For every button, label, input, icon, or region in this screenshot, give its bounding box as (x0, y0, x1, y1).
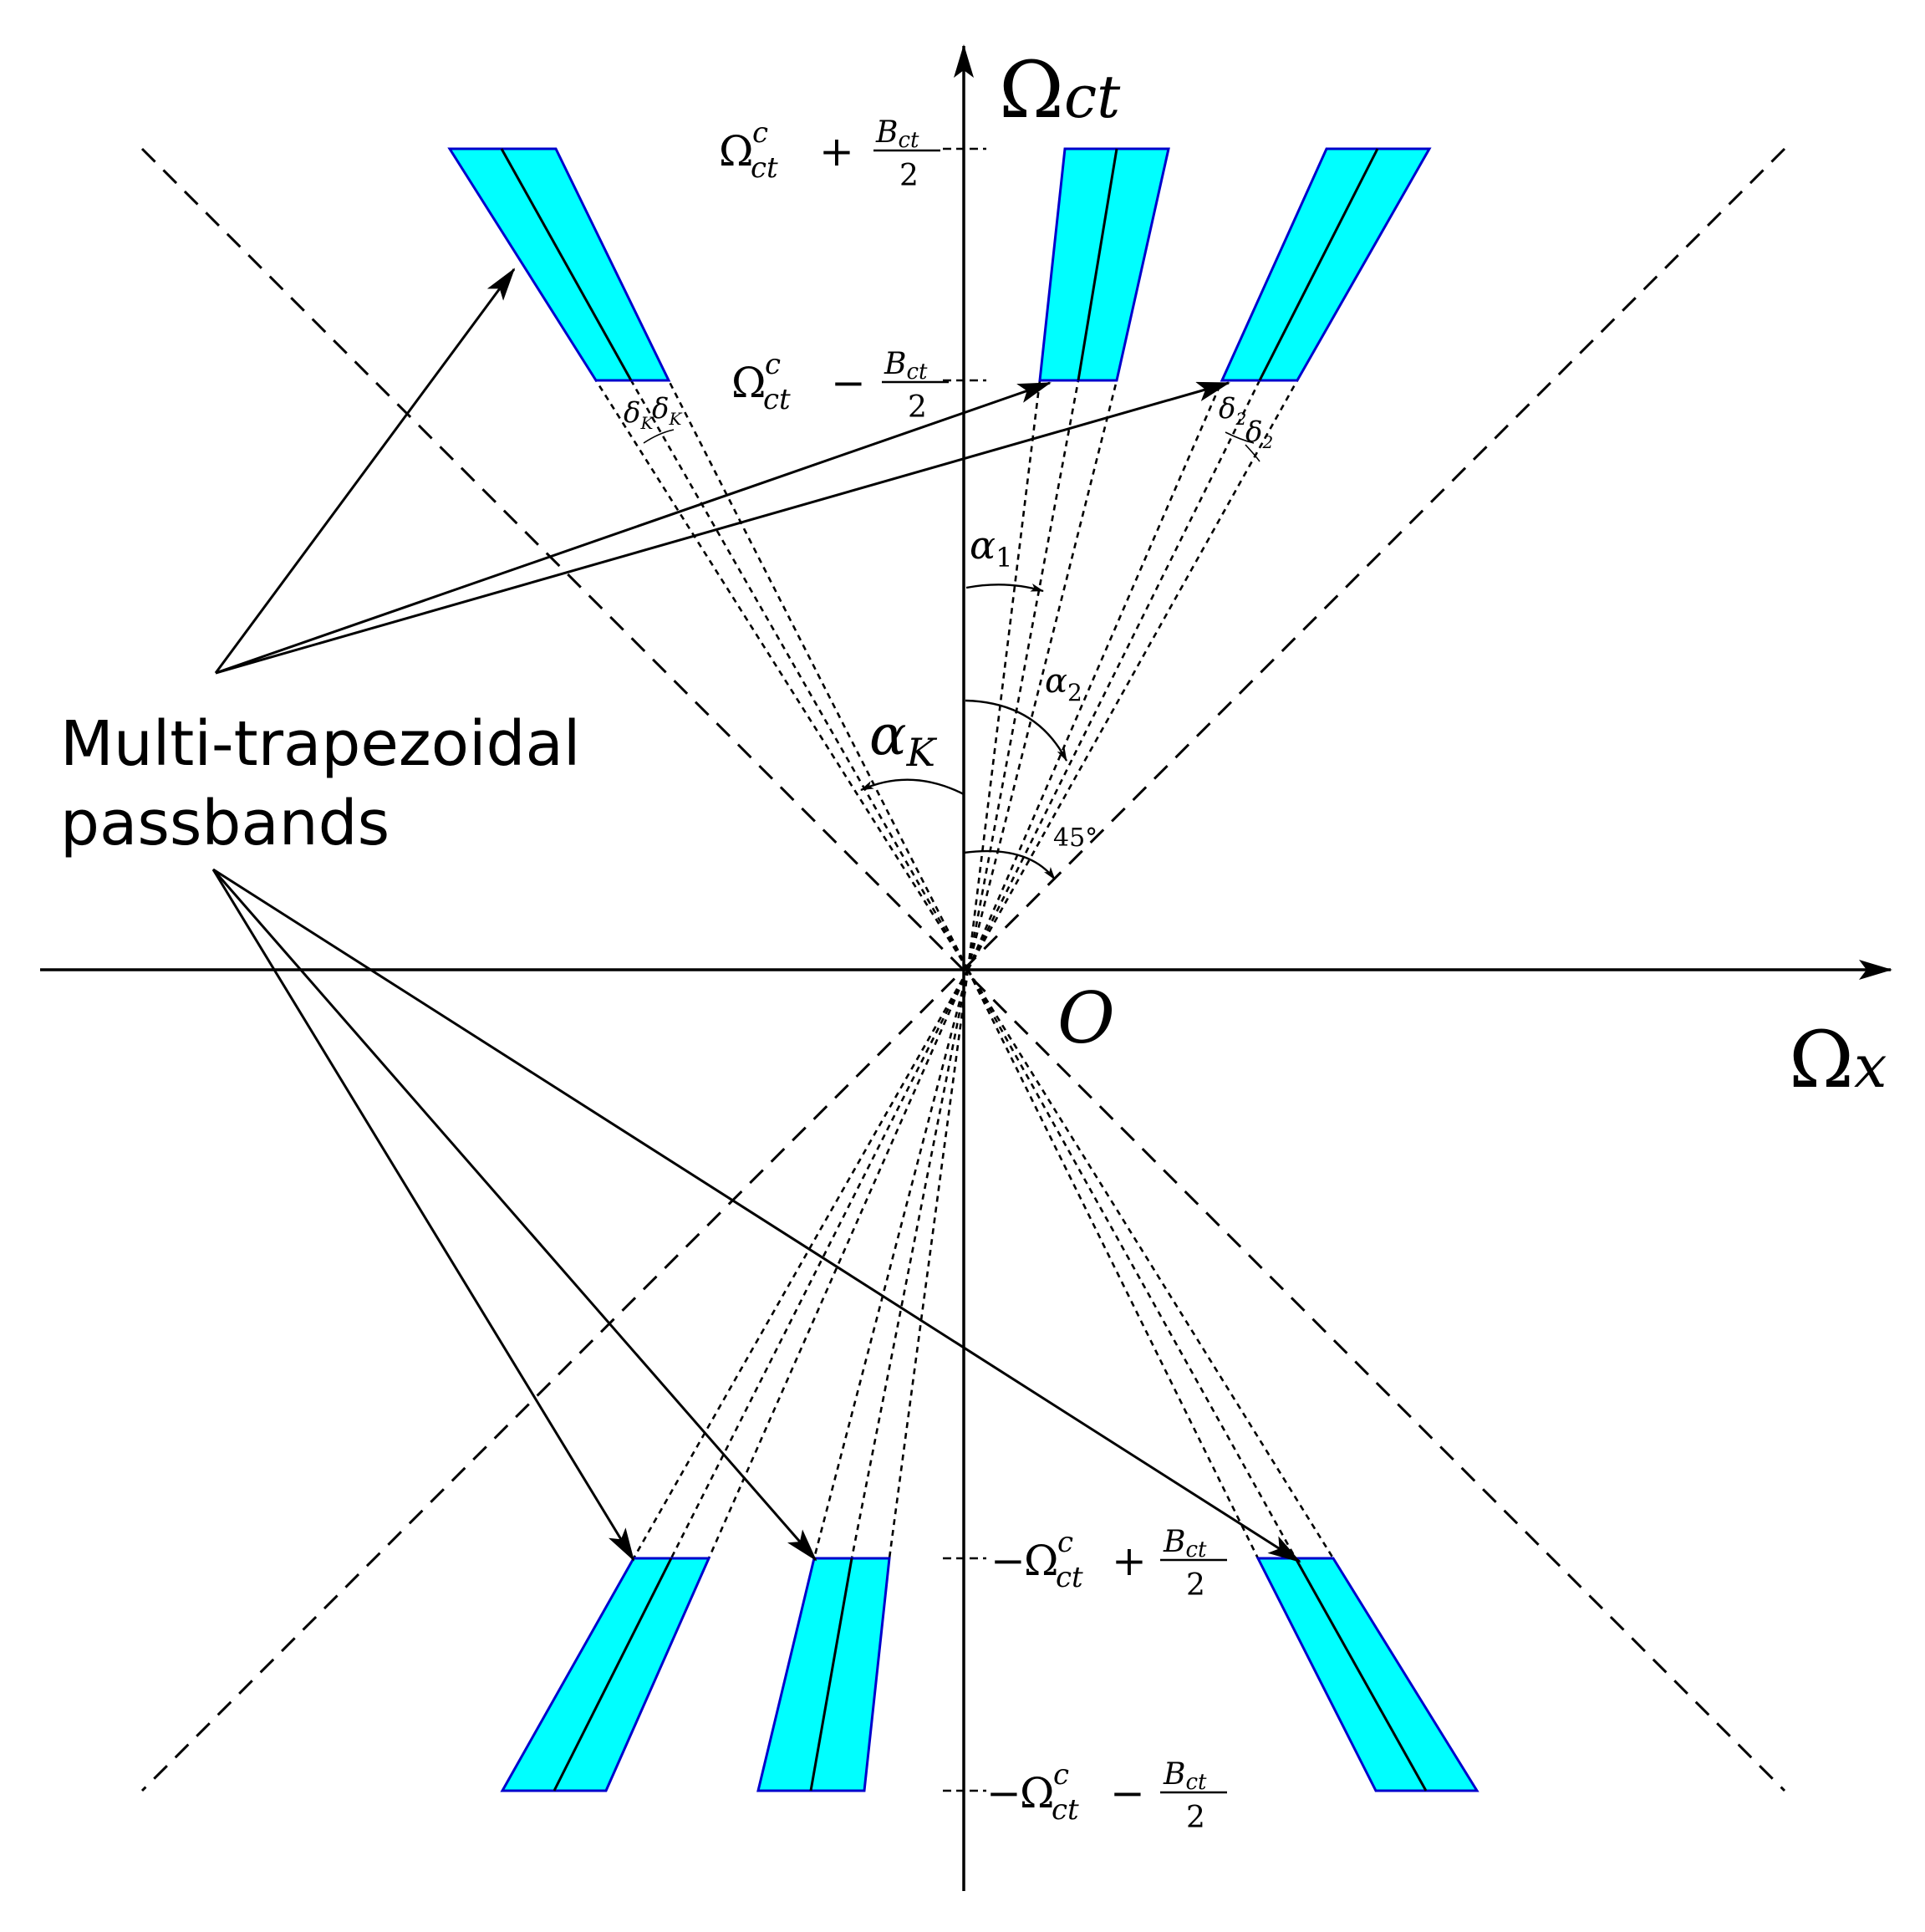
annotation-arrow (211, 869, 635, 1562)
annotation-arrow (211, 869, 817, 1562)
passband-bottom-center (756, 1557, 891, 1792)
tick-frac-num: Bct (884, 347, 928, 385)
alpha1-arc (965, 583, 1044, 593)
tick-op: − (831, 359, 866, 407)
tick-sup: c (1057, 1526, 1073, 1559)
annotation-arrow (212, 868, 1301, 1563)
passband-top-left (447, 147, 671, 382)
annotation-arrow (214, 268, 516, 674)
delta-K-label-a: δK (624, 396, 654, 433)
ray (707, 969, 970, 1559)
passband-center-line (809, 1557, 853, 1792)
origin-label: O (1057, 977, 1115, 1059)
passband-center-line (500, 148, 633, 381)
tick-sub: ct (763, 383, 791, 416)
ray (670, 969, 970, 1559)
passbands (447, 147, 1479, 1792)
tick-frac-den: 2 (1186, 1568, 1205, 1603)
tick-op: + (819, 127, 854, 176)
ray (966, 969, 1335, 1559)
ray (966, 969, 1260, 1559)
annotation-line-1: Multi-trapezoidal (60, 708, 580, 780)
passband-top-center (1038, 147, 1170, 382)
tick-frac-num: Bct (1163, 1757, 1207, 1795)
passband-center-line (1077, 148, 1118, 381)
annotation-arrow (215, 381, 1052, 675)
tick-label-bottom-upper: − Ω c ct + Bct 2 (991, 1525, 1227, 1603)
ray (632, 969, 970, 1559)
axes (40, 44, 1892, 1891)
tick-sup: c (752, 116, 768, 150)
tick-sub: ct (751, 151, 778, 185)
alphaK-label: αK (869, 703, 938, 775)
tick-frac-num: Bct (875, 115, 919, 153)
deg45-arc (963, 849, 1056, 880)
passband-bottom-right (1255, 1557, 1479, 1792)
tick-label-top-upper: Ω c ct + Bct 2 (719, 115, 940, 193)
tick-frac-den: 2 (899, 159, 919, 193)
passband-center-line (553, 1557, 673, 1792)
tick-omega: Ω (719, 127, 753, 176)
ray (667, 380, 970, 971)
tick-frac-den: 2 (908, 390, 927, 425)
deg45-label: 45° (1053, 823, 1097, 853)
alpha2-arc (965, 699, 1068, 762)
tick-sup: c (765, 348, 781, 381)
delta-K-label-b: δK (652, 392, 682, 429)
tick-omega: Ω (731, 359, 766, 407)
passband-center-line (1294, 1557, 1428, 1792)
horizontal-axis-label: Ωx (1789, 1015, 1887, 1106)
ray (850, 969, 970, 1559)
annotation-arrow (215, 381, 1230, 675)
tick-sup: c (1053, 1758, 1069, 1792)
passband-top-right (1220, 147, 1432, 382)
tick-label-top-lower: Ω c ct − Bct 2 (731, 347, 949, 425)
tick-sign: − (986, 1769, 1021, 1817)
angle-arcs (643, 429, 1260, 880)
alphaK-arc (860, 778, 965, 796)
ray (629, 380, 970, 971)
annotation-arrows (211, 268, 1301, 1563)
ray (966, 380, 1041, 971)
ray (966, 969, 1297, 1559)
angle-rays (594, 380, 1335, 1559)
tick-frac-den: 2 (1186, 1801, 1205, 1835)
tick-omega: Ω (1020, 1769, 1054, 1817)
tick-sign: − (991, 1537, 1026, 1585)
ray (966, 380, 1224, 971)
vertical-axis-label: Ωct (999, 45, 1121, 136)
annotation-line-2: passbands (60, 788, 390, 859)
tick-omega: Ω (1024, 1537, 1058, 1585)
tick-label-bottom-lower: − Ω c ct − Bct 2 (986, 1757, 1227, 1835)
ray (966, 380, 1261, 971)
tick-frac-num: Bct (1163, 1525, 1207, 1562)
ray (966, 380, 1080, 971)
tick-sub: ct (1056, 1561, 1083, 1594)
ray (888, 969, 970, 1559)
delta-2-label-b: δ2 (1245, 415, 1273, 452)
tick-op: − (1110, 1769, 1145, 1817)
tick-op: + (1112, 1537, 1147, 1585)
delta-K-arc (643, 429, 675, 444)
tick-sub: ct (1052, 1793, 1079, 1827)
passband-center-line (1258, 148, 1379, 381)
axis-ticks (943, 147, 986, 1792)
delta-2-arc (1225, 431, 1255, 444)
alpha2-label: α2 (1045, 662, 1082, 706)
ray (594, 380, 970, 971)
ray (966, 380, 1299, 971)
delta-2-arc-b (1245, 444, 1260, 462)
alpha1-label: α1 (970, 523, 1012, 573)
ray (812, 969, 970, 1559)
ray (966, 380, 1118, 971)
passband-bottom-left (500, 1557, 711, 1792)
delta-2-label-a: δ2 (1219, 392, 1246, 429)
